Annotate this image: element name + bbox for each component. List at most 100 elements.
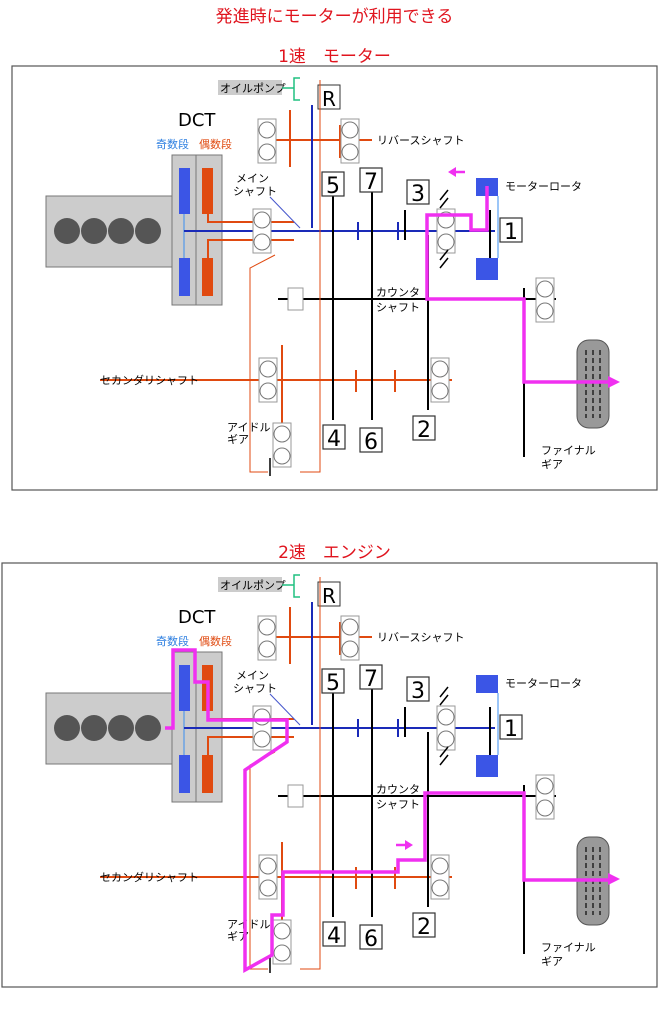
engine-cylinder [81,715,107,741]
engine-cylinder [135,218,161,244]
engine-cylinder [81,218,107,244]
engine-cylinder [135,715,161,741]
gear-label-box [359,167,383,193]
gear-label-box [406,676,430,702]
bearing-roller [437,708,455,726]
bearing-roller [253,730,271,748]
gear-label-R: R [322,87,336,111]
bearing-roller [258,143,276,161]
main-shaft-pointer [269,693,301,726]
gear-label-box [359,924,383,950]
counter-shaft-label: カウンタ [376,783,420,796]
gear-label-3: 3 [411,679,425,704]
bearing-roller [258,640,276,658]
idle-gear-label: アイドル [227,421,270,434]
reverse-shaft-label: リバースシャフト [377,134,464,147]
final-gear-label: ギア [541,458,563,471]
bearing-roller [273,944,291,962]
heading: 発進時にモーターが利用できる [215,7,454,27]
reverse-shaft-label: リバースシャフト [377,631,464,644]
gear-label-box [322,424,346,450]
gear-label-5: 5 [326,174,340,199]
gear-label-3: 3 [411,182,425,207]
one-way-clutch [439,189,449,269]
gear-label-box [321,668,345,694]
bearing-roller [273,425,291,443]
bearing-roller [253,708,271,726]
main-shaft-label: メイン [236,669,269,682]
bearing-roller [258,121,276,139]
gear-label-4: 4 [327,427,341,452]
power-flow-arrowhead [608,376,620,388]
bearing-roller [259,382,277,400]
gear-label-box [317,84,341,110]
oil-pump-label: オイルポンプ [220,82,286,95]
main-shaft-label: メイン [236,172,269,185]
oil-pump-label-bg [218,80,282,95]
even-clutch [202,168,213,214]
bearing-roller [341,121,359,139]
one-way-clutch [439,686,449,766]
bearing-roller [273,447,291,465]
bearing-roller [253,233,271,251]
oil-pump-label-bg [218,577,282,592]
power-flow-path [165,648,608,973]
main-shaft-label: シャフト [233,682,277,695]
gear-label-box [412,912,436,938]
counter-shaft-label: カウンタ [376,286,420,299]
dct-label: DCT [178,110,216,131]
secondary-shaft-label: セカンダリシャフト [100,373,199,387]
main-shaft-label: シャフト [233,185,277,198]
bearing-roller [258,618,276,636]
bearing-roller [536,799,554,817]
odd-clutch [179,665,190,711]
motor-rotor [476,675,498,693]
final-gear-label: ギア [541,955,563,968]
dct-label: DCT [178,607,216,628]
gear-label-box [406,179,430,205]
gear-label-1: 1 [504,717,518,742]
odd-clutch [179,258,190,296]
gear-label-box [321,171,345,197]
gear-label-7: 7 [364,667,378,692]
gear-label-7: 7 [364,170,378,195]
gear-label-4: 4 [327,924,341,949]
panel-1-title: 1速 モーター [278,47,391,67]
shift-arrow-head [448,167,456,177]
gear-label-box [499,217,523,243]
gear-label-box [359,427,383,453]
idle-gear-link [249,80,321,473]
counter-shaft-label: シャフト [376,301,420,314]
final-gear-label: ファイナル [541,444,596,457]
odd-clutch [179,755,190,793]
even-stage-label: 偶数段 [199,137,232,151]
final-gear-label: ファイナル [541,941,596,954]
odd-stage-label: 奇数段 [156,634,189,648]
panel-2-title: 2速 エンジン [278,543,391,563]
gear-label-6: 6 [364,927,378,952]
motor-rotor [476,755,498,777]
odd-clutch [179,168,190,214]
bearing-roller [253,211,271,229]
bearing-roller [536,280,554,298]
bearing-roller [259,360,277,378]
parking-gear [287,287,304,311]
even-stage-label: 偶数段 [199,634,232,648]
bearing-roller [341,640,359,658]
even-clutch [202,258,213,296]
bearing-roller [431,360,449,378]
engine-cylinder [108,715,134,741]
gear-label-box [412,415,436,441]
idle-gear-label: アイドル [227,918,270,931]
counter-shaft-label: シャフト [376,798,420,811]
engine-cylinder [54,715,80,741]
idle-gear-label: ギア [227,433,249,446]
gear-label-5: 5 [326,671,340,696]
bearing-roller [536,777,554,795]
engine-cylinder [108,218,134,244]
bearing-roller [259,857,277,875]
parking-gear [287,784,304,808]
power-flow-path [425,186,608,384]
